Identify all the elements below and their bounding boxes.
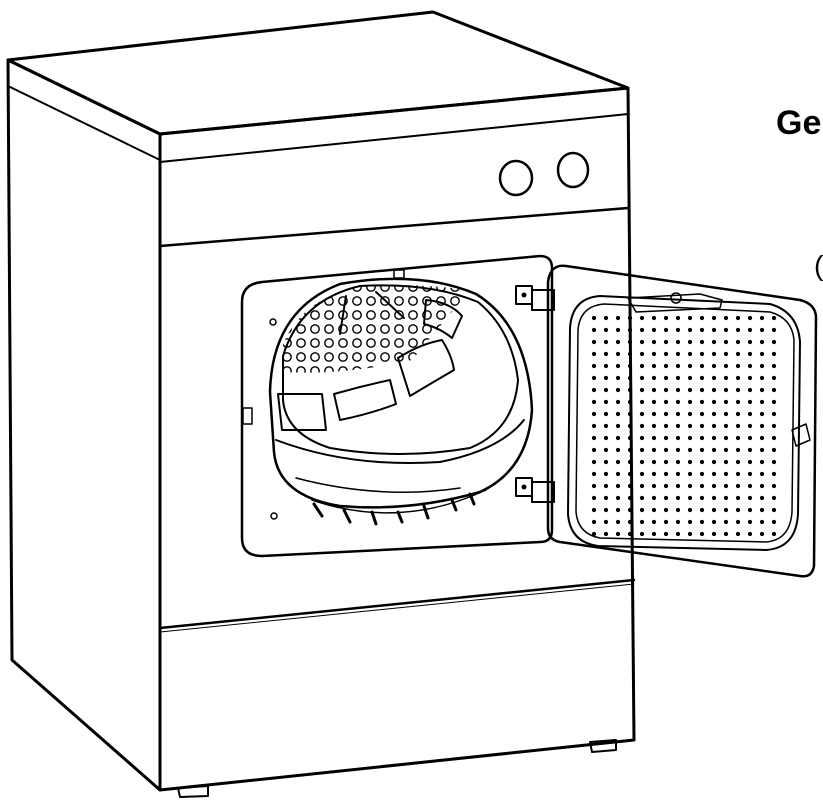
control-panel [158,206,630,248]
lower-hinge [515,477,555,503]
cut-off-text-fragment: ( [814,250,823,281]
cabinet-front [158,86,636,792]
cabinet-top [6,10,630,136]
open-door [546,264,818,578]
door-opening-frame [240,254,554,558]
foot-front-right [589,739,617,753]
kick-plate [158,578,636,630]
door-filter-mesh [586,316,782,536]
upper-hinge [515,285,555,311]
cabinet-side [6,58,162,792]
cut-off-heading: Ge [776,104,822,142]
control-knob-2 [556,151,590,189]
control-knob-1 [498,159,534,197]
drum [268,277,534,526]
foot-front-left [177,785,209,798]
